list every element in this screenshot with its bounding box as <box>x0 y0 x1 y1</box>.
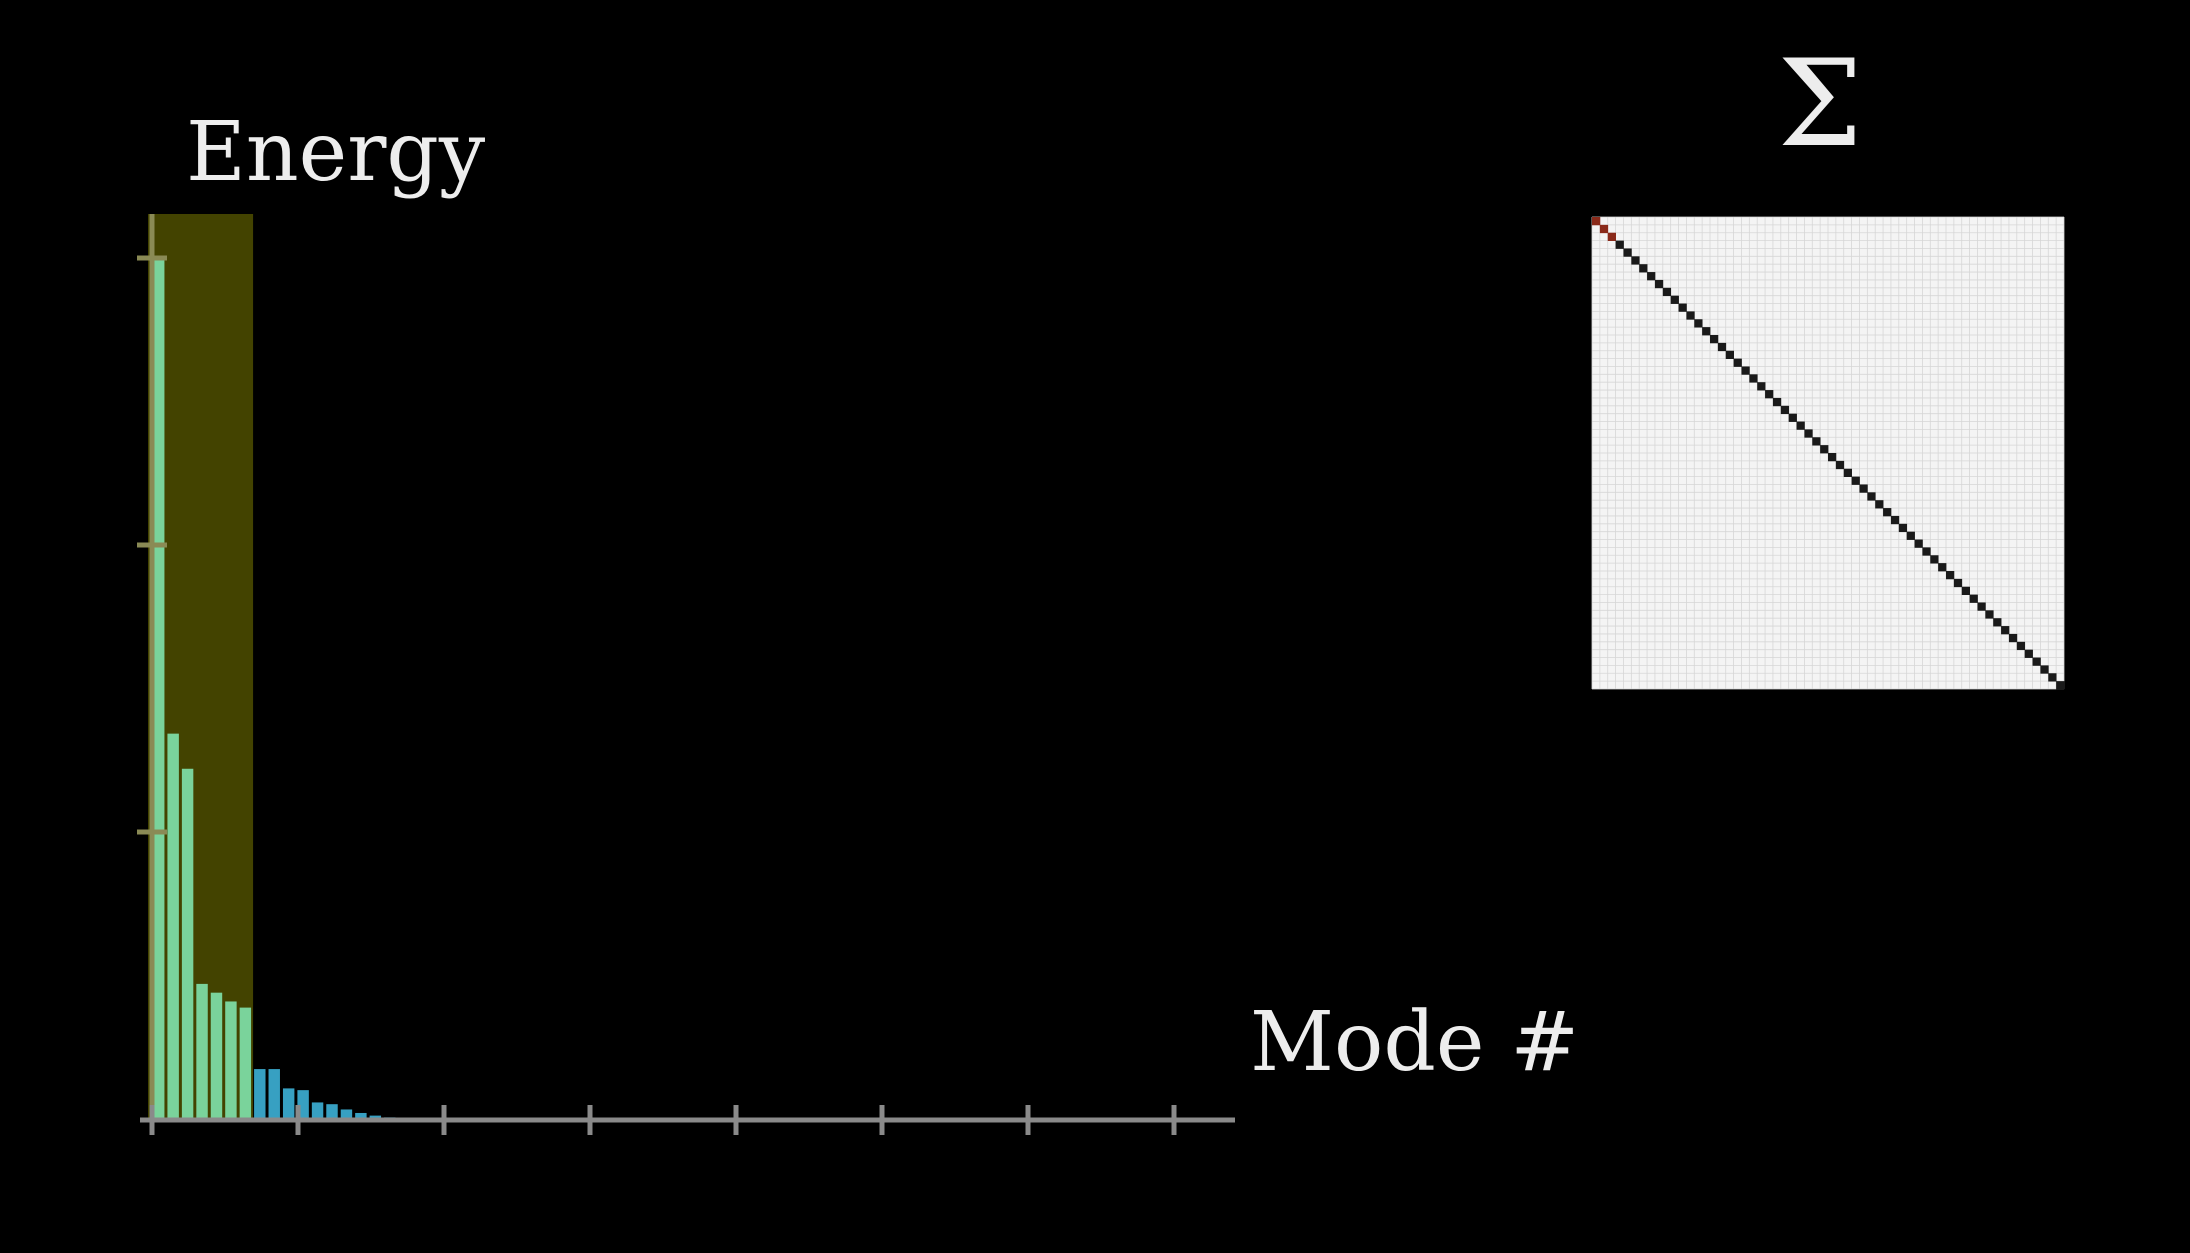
diagonal-cell-36 <box>1867 492 1876 501</box>
diagonal-cell-34 <box>1851 476 1860 485</box>
sigma-matrix-grid <box>1591 216 2065 690</box>
diagonal-cell-58 <box>2040 665 2049 674</box>
diagonal-cell-40 <box>1898 523 1908 533</box>
bar-mode-1 <box>153 259 165 1120</box>
diagonal-cell-31 <box>1828 453 1837 462</box>
diagonal-cell-52 <box>1993 618 2002 627</box>
diagonal-cell-11 <box>1670 295 1679 304</box>
diagonal-cell-33 <box>1843 468 1852 477</box>
bar-mode-13 <box>326 1104 338 1120</box>
y-axis-label: Energy <box>186 105 486 200</box>
bar-mode-6 <box>225 1001 237 1120</box>
diagonal-cell-45 <box>1938 563 1947 572</box>
diagonal-cell-39 <box>1890 515 1900 525</box>
diagonal-cell-60 <box>2056 681 2065 690</box>
diagonal-cell-56 <box>2024 649 2033 658</box>
diagonal-cell-7 <box>1639 264 1648 273</box>
diagonal-cell-8 <box>1647 272 1656 281</box>
diagonal-cell-19 <box>1733 358 1742 367</box>
diagonal-cell-59 <box>2048 673 2057 682</box>
diagonal-cell-35 <box>1859 484 1868 493</box>
diagonal-cell-20 <box>1741 366 1750 375</box>
diagonal-cell-53 <box>2001 626 2010 635</box>
diagonal-cell-51 <box>1985 610 1994 619</box>
diagonal-cell-15 <box>1702 327 1711 336</box>
diagonal-cell-18 <box>1725 350 1734 359</box>
matrix-diagonal <box>1592 217 2065 690</box>
diagonal-cell-4 <box>1615 240 1624 249</box>
diagonal-cell-27 <box>1796 421 1805 430</box>
matrix-gridlines <box>1591 216 2065 690</box>
bar-mode-11 <box>297 1090 309 1120</box>
diagonal-cell-37 <box>1875 500 1884 509</box>
diagonal-cell-50 <box>1977 602 1986 611</box>
diagonal-cell-44 <box>1930 555 1939 564</box>
diagonal-cell-49 <box>1969 594 1978 603</box>
diagonal-cell-43 <box>1922 547 1931 556</box>
sigma-matrix-panel: Σ <box>1591 35 2065 690</box>
diagonal-cell-41 <box>1906 531 1915 540</box>
diagonal-cell-46 <box>1946 571 1955 580</box>
retained-modes-highlight <box>148 214 254 1120</box>
bar-mode-14 <box>340 1109 353 1120</box>
diagonal-cell-55 <box>2016 641 2026 651</box>
diagonal-cell-47 <box>1953 578 1963 588</box>
diagonal-cell-25 <box>1780 405 1790 415</box>
bar-mode-9 <box>268 1069 280 1120</box>
diagonal-cell-12 <box>1678 303 1687 312</box>
diagonal-cell-24 <box>1772 397 1782 407</box>
diagonal-cell-21 <box>1749 374 1758 383</box>
diagonal-cell-38 <box>1883 508 1892 517</box>
diagonal-cell-5 <box>1623 248 1632 257</box>
diagonal-cell-14 <box>1694 319 1703 328</box>
energy-bar-chart: Energy Mode # <box>137 105 1579 1135</box>
diagonal-cell-57 <box>2032 657 2041 666</box>
diagonal-cell-2 <box>1599 224 1609 234</box>
diagonal-cell-26 <box>1788 413 1797 422</box>
diagonal-cell-10 <box>1662 287 1672 297</box>
diagonal-cell-23 <box>1765 390 1774 399</box>
bar-mode-7 <box>239 1007 252 1120</box>
bar-mode-10 <box>282 1088 295 1120</box>
diagonal-cell-16 <box>1710 335 1719 344</box>
diagonal-cell-28 <box>1804 429 1813 438</box>
diagonal-cell-1 <box>1592 217 1601 226</box>
bar-mode-12 <box>311 1102 324 1120</box>
x-axis-label: Mode # <box>1250 995 1579 1090</box>
energy-bars <box>153 259 439 1120</box>
diagonal-cell-30 <box>1820 445 1829 454</box>
diagonal-cell-54 <box>2008 633 2018 643</box>
diagonal-cell-9 <box>1654 279 1664 289</box>
sigma-symbol: Σ <box>1778 35 1863 174</box>
bar-mode-3 <box>181 768 194 1120</box>
bar-mode-15 <box>355 1112 367 1120</box>
diagonal-cell-42 <box>1914 539 1923 548</box>
axis-ticks <box>137 255 1177 1135</box>
bar-mode-5 <box>210 992 223 1120</box>
diagonal-cell-6 <box>1631 256 1640 265</box>
bar-mode-4 <box>196 983 208 1120</box>
diagonal-cell-22 <box>1757 382 1766 391</box>
diagonal-cell-17 <box>1717 342 1727 352</box>
diagonal-cell-13 <box>1686 311 1695 320</box>
diagonal-cell-3 <box>1607 232 1616 241</box>
diagonal-cell-29 <box>1812 437 1821 446</box>
diagonal-cell-48 <box>1961 586 1970 595</box>
bar-mode-8 <box>254 1069 266 1120</box>
bar-mode-2 <box>167 733 179 1120</box>
diagonal-cell-32 <box>1835 460 1845 470</box>
